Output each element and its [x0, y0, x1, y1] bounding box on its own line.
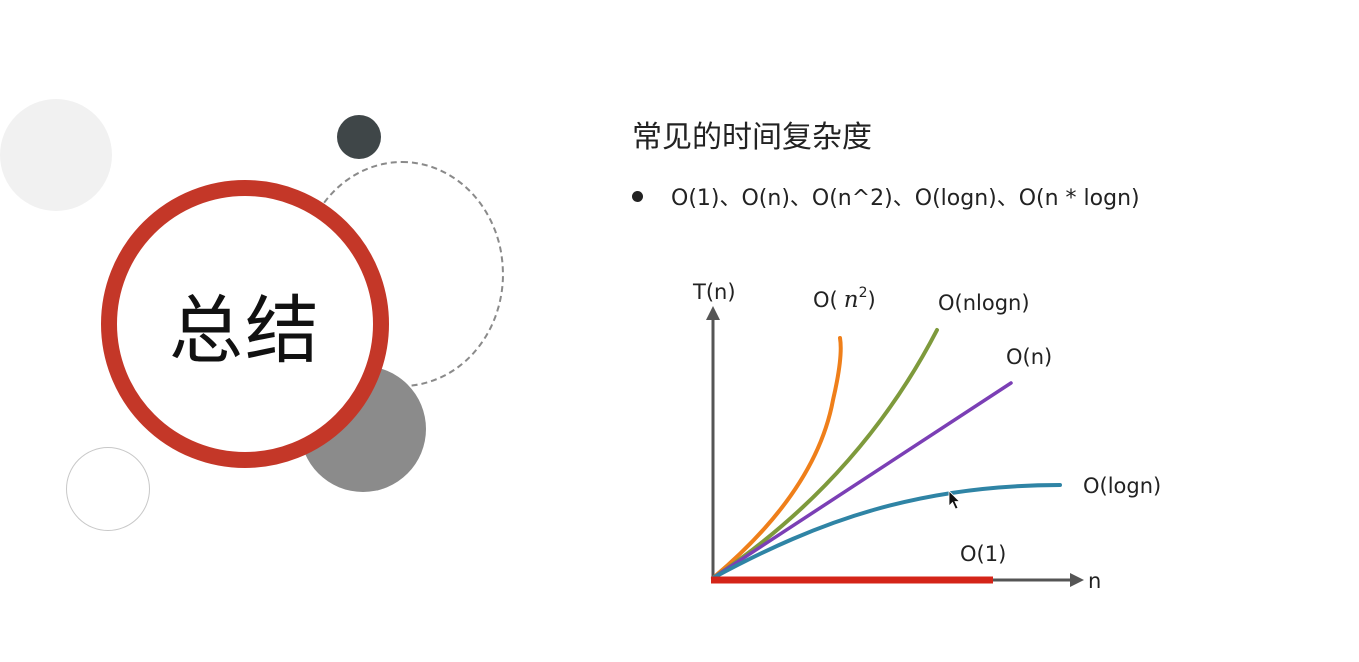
decorative-light-circle	[0, 99, 112, 211]
series-line-logn	[711, 483, 1062, 580]
decorative-dark-dot	[337, 115, 381, 159]
series-label-n2: O(n2)	[813, 285, 876, 313]
bullet-text: O(1)、O(n)、O(n^2)、O(logn)、O(n * logn)	[671, 186, 1140, 211]
y-axis-label: T(n)	[692, 280, 736, 304]
series-line-n2	[711, 336, 843, 580]
slide-title: 总结	[169, 287, 321, 374]
y-axis-arrow	[706, 306, 720, 320]
series-line-n	[711, 381, 1013, 580]
decorative-outline-circle	[66, 447, 150, 531]
mouse-pointer-icon	[948, 490, 961, 510]
x-axis-label: n	[1088, 569, 1101, 593]
section-heading: 常见的时间复杂度	[632, 120, 872, 155]
series-label-nlogn: O(nlogn)	[938, 291, 1030, 315]
bullet-dot	[632, 190, 643, 202]
series-label-1: O(1)	[960, 542, 1006, 566]
series-label-n: O(n)	[1006, 345, 1052, 369]
series-label-logn: O(logn)	[1083, 474, 1161, 498]
bullet-item: O(1)、O(n)、O(n^2)、O(logn)、O(n * logn)	[632, 180, 1140, 212]
x-axis-arrow	[1070, 573, 1084, 587]
